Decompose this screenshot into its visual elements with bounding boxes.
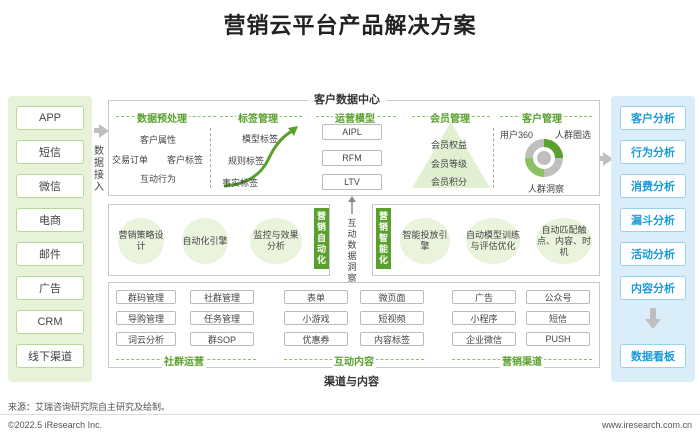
- community-item: 群SOP: [190, 332, 254, 346]
- marketing-channel-item: 企业微信: [452, 332, 516, 346]
- content-item: 小游戏: [284, 311, 348, 325]
- marketing-channel-title: 营销渠道: [500, 353, 544, 368]
- content-item: 微页面: [360, 290, 424, 304]
- automation-item: 营销策略设计: [118, 218, 164, 264]
- divider: [210, 128, 211, 188]
- website-link[interactable]: www.iresearch.com.cn: [601, 420, 692, 430]
- community-item: 导购管理: [116, 311, 176, 325]
- intelligence-item: 自动模型训练与评估优化: [466, 218, 520, 264]
- up-arrow-icon: [348, 196, 356, 214]
- community-item: 词云分析: [116, 332, 176, 346]
- customer-item: 人群圈选: [555, 130, 592, 140]
- input-item: 邮件: [16, 242, 84, 266]
- data-ingest-label: 数据接入: [94, 146, 104, 193]
- output-analysis-panel: 客户分析 行为分析 消费分析 漏斗分析 活动分析 内容分析 数据看板: [611, 96, 695, 382]
- community-item: 社群管理: [190, 290, 254, 304]
- input-item: 广告: [16, 276, 84, 300]
- input-item: 电商: [16, 208, 84, 232]
- customer-item: 人群洞察: [528, 184, 565, 194]
- marketing-channel-item: PUSH: [526, 332, 590, 346]
- channel-content-label: 渠道与内容: [318, 373, 385, 389]
- marketing-channel-item: 广告: [452, 290, 516, 304]
- tags-item: 事实标签: [222, 178, 259, 188]
- intelligence-item: 智能投放引擎: [400, 218, 450, 264]
- output-item: 活动分析: [620, 242, 686, 266]
- preprocess-item: 互动行为: [140, 174, 177, 184]
- customer-data-center-label: 客户数据中心: [308, 91, 386, 107]
- customer-item: 用户360: [500, 130, 534, 140]
- page-title: 营销云平台产品解决方案: [223, 13, 477, 38]
- content-title: 互动内容: [332, 353, 376, 368]
- footer-divider: [0, 414, 700, 415]
- tags-title: 标签管理: [236, 110, 280, 125]
- ingest-arrow-bar: [94, 128, 100, 133]
- output-item: 数据看板: [620, 344, 686, 368]
- ops-model-title: 运营模型: [333, 110, 377, 125]
- intelligence-tag: 营销智能化: [376, 208, 391, 269]
- member-item: 会员权益: [431, 140, 468, 150]
- customer-cycle-icon: [525, 139, 563, 177]
- tag-growth-arrow-icon: [223, 126, 298, 188]
- input-item: APP: [16, 106, 84, 130]
- community-item: 任务管理: [190, 311, 254, 325]
- down-arrow-icon: [645, 308, 661, 329]
- output-item: 客户分析: [620, 106, 686, 130]
- input-item: 线下渠道: [16, 344, 84, 368]
- preprocess-item: 交易订单: [112, 155, 149, 165]
- automation-tag: 营销自动化: [314, 208, 329, 269]
- output-item: 漏斗分析: [620, 208, 686, 232]
- content-item: 内容标签: [360, 332, 424, 346]
- ingest-arrow-icon: [99, 124, 109, 138]
- tags-item: 模型标签: [242, 134, 279, 144]
- marketing-channel-item: 小程序: [452, 311, 516, 325]
- preprocess-item: 客户属性: [140, 135, 177, 145]
- automation-item: 监控与效果分析: [250, 218, 302, 264]
- marketing-channel-item: 短信: [526, 311, 590, 325]
- content-item: 优惠券: [284, 332, 348, 346]
- intelligence-item: 自动匹配触点、内容、时机: [536, 218, 592, 264]
- member-title: 会员管理: [428, 110, 472, 125]
- source-note: 来源：艾瑞咨询研究院自主研究及绘制。: [8, 402, 171, 412]
- divider: [493, 128, 494, 188]
- member-item: 会员积分: [431, 177, 468, 187]
- ops-model-box: AIPL: [322, 124, 382, 140]
- input-item: 短信: [16, 140, 84, 164]
- output-item: 行为分析: [620, 140, 686, 164]
- preprocess-item: 客户标签: [167, 155, 204, 165]
- output-arrow-icon: [603, 152, 613, 166]
- community-title: 社群运营: [162, 353, 206, 368]
- input-item: CRM: [16, 310, 84, 334]
- input-channels-panel: APP 短信 微信 电商 邮件 广告 CRM 线下渠道: [8, 96, 92, 382]
- output-item: 内容分析: [620, 276, 686, 300]
- tags-item: 规则标签: [228, 156, 265, 166]
- automation-item: 自动化引擎: [182, 218, 228, 264]
- preprocess-title: 数据预处理: [135, 110, 189, 125]
- ops-model-box: LTV: [322, 174, 382, 190]
- marketing-channel-item: 公众号: [526, 290, 590, 304]
- content-item: 短视频: [360, 311, 424, 325]
- community-item: 群码管理: [116, 290, 176, 304]
- member-pyramid-icon: [412, 122, 490, 188]
- content-item: 表单: [284, 290, 348, 304]
- member-item: 会员等级: [431, 159, 468, 169]
- interaction-insight-label: 互动数据洞察: [347, 218, 357, 283]
- customer-title: 客户管理: [520, 110, 564, 125]
- copyright: ©2022.5 iResearch Inc.: [8, 420, 103, 430]
- output-item: 消费分析: [620, 174, 686, 198]
- input-item: 微信: [16, 174, 84, 198]
- ops-model-box: RFM: [322, 150, 382, 166]
